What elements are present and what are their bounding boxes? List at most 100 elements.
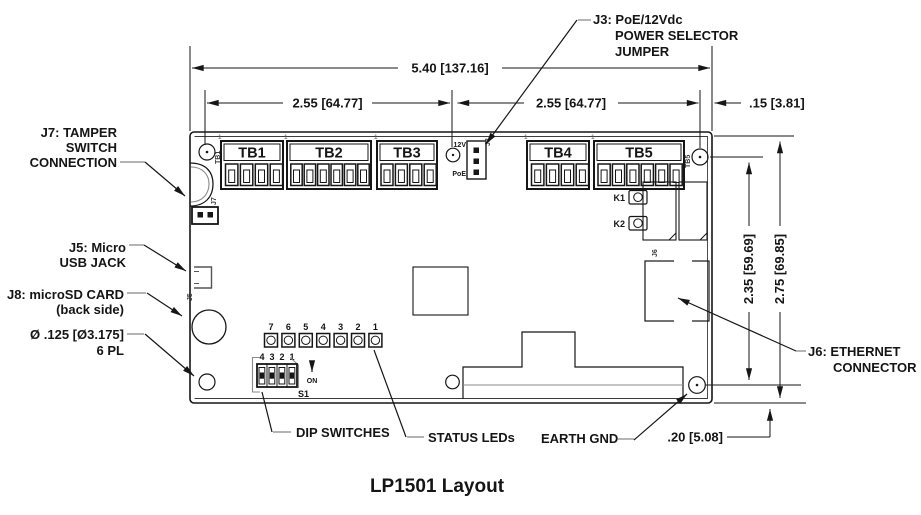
pin1-marker: 1 <box>218 134 222 141</box>
callout-j8-line1: J8: microSD CARD <box>7 287 124 302</box>
tb4-label: TB4 <box>544 146 571 162</box>
k2-relay-led: K2 <box>613 215 648 231</box>
mounting-hole <box>198 373 216 391</box>
mounting-hole <box>198 143 216 161</box>
tb5-label: TB5 <box>625 146 652 162</box>
mounting-holes <box>198 143 709 394</box>
pin1-marker: 1 <box>284 134 288 141</box>
tb5-ref-label: TB5 <box>685 155 692 168</box>
jumper-poe-label: PoE <box>452 171 466 178</box>
callout-dip-switches: DIP SWITCHES <box>261 391 390 440</box>
j3-ref-label: J3 <box>485 138 492 146</box>
k2-label: K2 <box>613 219 625 229</box>
tb2-label: TB2 <box>315 146 342 162</box>
led-number: 2 <box>355 322 360 332</box>
dim-edge-offset: .15 [3.81] <box>714 96 805 111</box>
tb1-ref-label: TB1 <box>215 151 222 164</box>
j8-area-circle <box>191 309 227 345</box>
callout-j5-line2: USB JACK <box>60 255 127 270</box>
dip-number: 2 <box>279 352 284 362</box>
j6-ethernet-connector-body <box>644 257 710 325</box>
dim-left-width: 2.55 [64.77] <box>204 90 453 147</box>
tb1-label: TB1 <box>238 146 265 162</box>
dip-on-label: ON <box>307 378 318 385</box>
j5-ref-label: J5 <box>187 293 194 301</box>
terminal-block-tb5: 1 TB5 <box>591 134 685 190</box>
callout-dip-text: DIP SWITCHES <box>296 425 390 440</box>
callout-j5: J5: Micro USB JACK <box>60 240 187 272</box>
callout-j5-line1: J5: Micro <box>69 240 126 255</box>
callout-j6-line1: J6: ETHERNET <box>808 344 901 359</box>
j7-ref-label: J7 <box>211 197 218 205</box>
mounting-hole <box>445 374 460 390</box>
callout-j8-line2: (back side) <box>56 302 124 317</box>
callout-status-leds: STATUS LEDs <box>373 349 515 445</box>
callout-earth-gnd: EARTH GND <box>541 393 688 446</box>
board-outline <box>189 131 713 404</box>
dim-total-height-text: 2.75 [69.85] <box>772 234 787 304</box>
led-number: 3 <box>338 322 343 332</box>
j6-ref-label: J6 <box>652 249 659 257</box>
terminal-block-tb3: 1 TB3 <box>374 134 438 190</box>
callout-j3-line1: J3: PoE/12Vdc <box>593 12 683 27</box>
s1-ref-label: S1 <box>298 389 309 399</box>
led-number: 7 <box>268 322 273 332</box>
terminal-block-tb1: 1 TB1 <box>218 134 284 190</box>
callout-j6-line2: CONNECTOR <box>833 360 917 375</box>
k1-label: K1 <box>613 193 625 203</box>
j5-usb-jack <box>194 266 213 289</box>
callout-j7: J7: TAMPER SWITCH CONNECTION <box>30 125 186 197</box>
led-number: 6 <box>286 322 291 332</box>
dim-total-width-text: 5.40 [137.16] <box>411 61 488 76</box>
jumper-12v-label: 12V <box>454 142 467 149</box>
tamper-switch-cutout <box>189 162 214 207</box>
pin1-marker: 1 <box>524 134 528 141</box>
terminal-block-tb2: 1 TB2 <box>284 134 372 190</box>
dim-right-width: 2.55 [64.77] <box>457 90 701 148</box>
callout-leds-text: STATUS LEDs <box>428 430 515 445</box>
terminal-block-tb4: 1 TB4 <box>524 134 590 190</box>
led-number: 5 <box>303 322 308 332</box>
callout-j3-line3: JUMPER <box>615 44 670 59</box>
dip-number: 4 <box>259 352 264 362</box>
callout-j7-line3: CONNECTION <box>30 155 117 170</box>
callout-j8: J8: microSD CARD (back side) <box>7 287 183 317</box>
dim-earth-offset: .20 [5.08] <box>667 408 774 445</box>
dim-total-width: 5.40 [137.16] <box>189 46 713 131</box>
dim-earth-offset-text: .20 [5.08] <box>667 430 723 445</box>
callout-holes-line2: 6 PL <box>97 343 125 358</box>
mounting-hole <box>691 148 709 166</box>
center-component <box>412 266 469 316</box>
callout-earth-text: EARTH GND <box>541 431 618 446</box>
dim-hole-span-text: 2.35 [59.69] <box>741 234 756 304</box>
callout-j6: J6: ETHERNET CONNECTOR <box>677 297 917 375</box>
dim-left-width-text: 2.55 [64.77] <box>292 96 362 111</box>
callout-j7-line1: J7: TAMPER <box>41 125 118 140</box>
pin1-marker: 1 <box>374 134 378 141</box>
dip-switch-s1: 4 3 2 1 ON S1 <box>251 352 318 399</box>
dim-total-height: 2.75 [69.85] <box>714 135 806 404</box>
tb3-label: TB3 <box>393 146 420 162</box>
callout-j3-line2: POWER SELECTOR <box>615 28 739 43</box>
dim-right-width-text: 2.55 [64.77] <box>536 96 606 111</box>
bottom-edge-connector <box>462 331 684 399</box>
callout-j3: J3: PoE/12Vdc POWER SELECTOR JUMPER <box>485 12 739 145</box>
led-number: 1 <box>373 322 378 332</box>
pin1-marker: 1 <box>591 134 595 141</box>
dim-edge-offset-text: .15 [3.81] <box>749 96 805 111</box>
dip-number: 1 <box>289 352 294 362</box>
dip-number: 3 <box>269 352 274 362</box>
earth-gnd-hole <box>688 376 706 394</box>
relay-bodies <box>642 181 708 241</box>
dim-hole-span-height: 2.35 [59.69] <box>706 156 801 386</box>
callout-holes-line1: Ø .125 [Ø3.175] <box>30 327 124 342</box>
j7-tamper-connector <box>191 206 219 225</box>
status-leds: 7 6 5 4 3 2 1 <box>263 322 383 348</box>
callout-j7-line2: SWITCH <box>66 140 117 155</box>
callout-mounting-holes: Ø .125 [Ø3.175] 6 PL <box>30 327 195 377</box>
mounting-hole <box>445 147 461 163</box>
k1-relay-led: K1 <box>613 189 648 205</box>
led-number: 4 <box>321 322 326 332</box>
